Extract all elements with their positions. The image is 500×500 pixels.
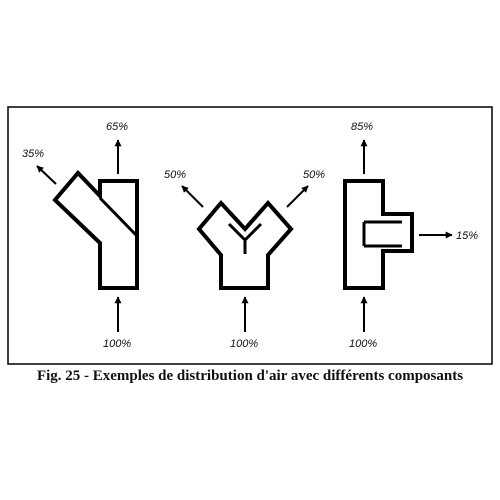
branch-y-component: 100% 35% 65% bbox=[22, 121, 139, 350]
tee-component: 100% 85% 15% bbox=[343, 121, 478, 350]
branch-y-inlet-label: 100% bbox=[103, 338, 131, 350]
figure-caption: Fig. 25 - Exemples de distribution d'air… bbox=[36, 368, 464, 384]
figure-frame bbox=[7, 106, 493, 365]
symmetric-y-outlet-right-label: 50% bbox=[303, 169, 325, 181]
branch-y-outlet-up-label: 65% bbox=[106, 121, 128, 133]
symmetric-y-component: 100% 50% 50% bbox=[164, 169, 325, 350]
tee-inlet-label: 100% bbox=[349, 338, 377, 350]
symmetric-y-outlet-arrow-left bbox=[181, 185, 204, 208]
branch-y-divider bbox=[98, 196, 139, 238]
symmetric-y-inlet-label: 100% bbox=[230, 338, 258, 350]
branch-y-outlet-arrow-left bbox=[36, 165, 57, 185]
tee-outlet-up-label: 85% bbox=[351, 121, 373, 133]
branch-y-outlet-left-label: 35% bbox=[22, 148, 44, 160]
tee-outlet-right-label: 15% bbox=[456, 230, 478, 242]
symmetric-y-outlet-left-label: 50% bbox=[164, 169, 186, 181]
symmetric-y-outlet-arrow-right bbox=[286, 185, 309, 208]
symmetric-y-shape bbox=[196, 199, 294, 290]
branch-y-shape bbox=[52, 170, 139, 290]
tee-shape bbox=[343, 179, 414, 290]
symmetric-y-splitter bbox=[227, 222, 263, 254]
